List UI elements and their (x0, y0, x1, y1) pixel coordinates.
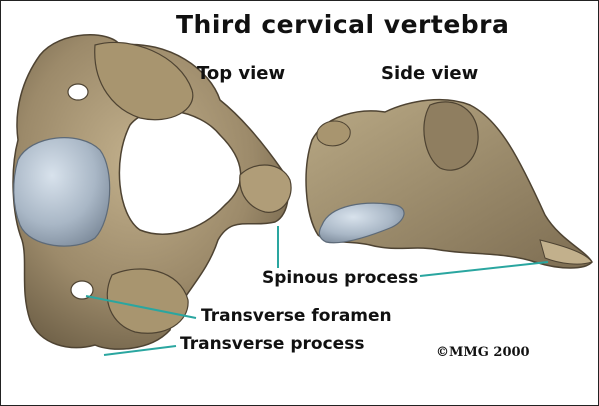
top-view-label: Top view (197, 63, 285, 84)
side-view-label: Side view (381, 63, 478, 84)
copyright-notice: ©MMG 2000 (436, 345, 530, 360)
side-view-vertebra (306, 100, 592, 268)
spinous-process-label: Spinous process (262, 268, 418, 288)
transverse-foramen-label: Transverse foramen (201, 306, 392, 326)
transverse-process-label: Transverse process (180, 334, 364, 354)
figure-title: Third cervical vertebra (176, 10, 509, 39)
leader-spinous-side (420, 262, 548, 276)
